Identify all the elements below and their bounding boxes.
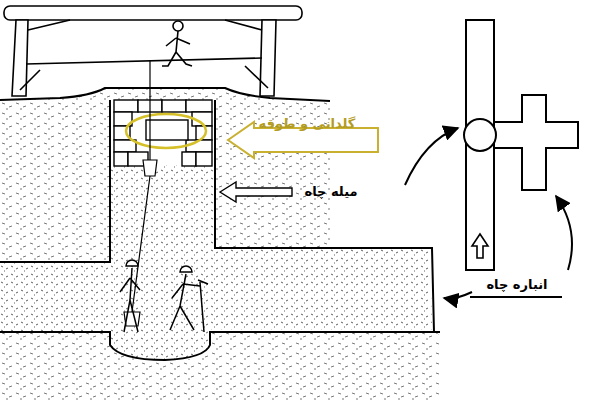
rope-bucket [124, 60, 157, 326]
ground [0, 88, 440, 400]
part-name: میله چاه [296, 184, 366, 200]
up-arrow [472, 234, 488, 258]
shaft-outline [0, 88, 440, 360]
leader-arrow [405, 128, 572, 298]
plan-symbol [464, 20, 578, 270]
worker-figure [162, 21, 192, 66]
collar-highlight [126, 114, 206, 148]
part-name: انباره چاه [472, 277, 562, 293]
part-name: گلدانی و طوقه [252, 116, 362, 132]
worker-figure [120, 260, 208, 332]
shaft-pointer [220, 182, 292, 202]
collar-bricks [114, 100, 212, 166]
windlass [4, 6, 302, 96]
